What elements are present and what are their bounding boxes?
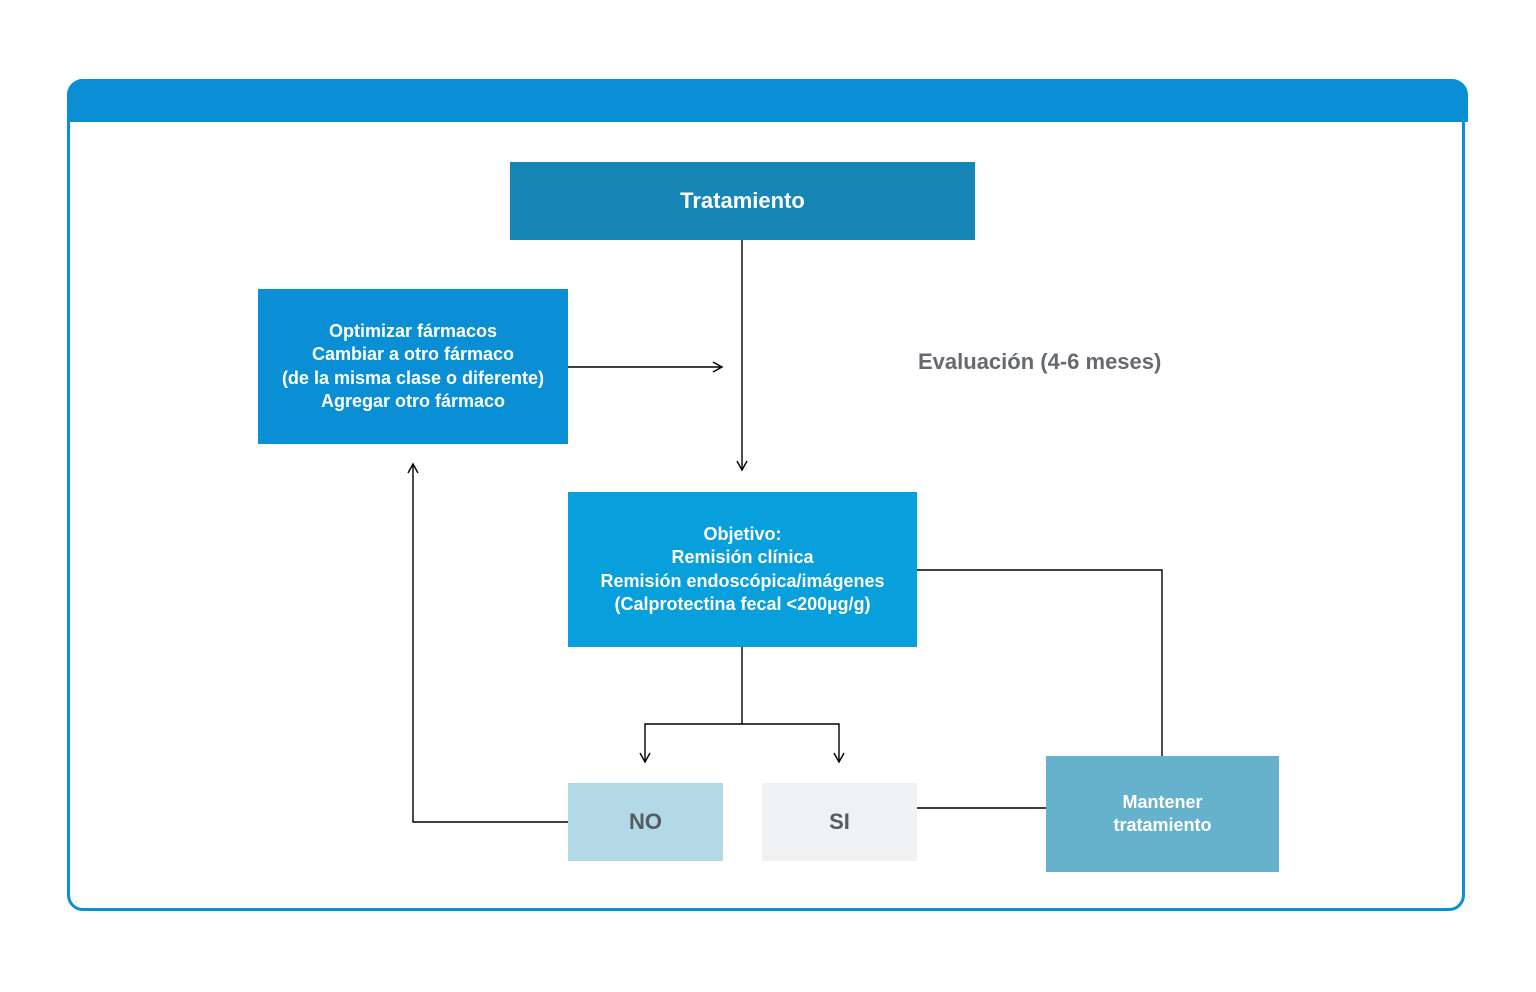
edge-no-to-optimizar [407, 462, 568, 823]
node-optimizar-line-1: Optimizar fármacos [328, 320, 498, 341]
node-mantener-line-2: tratamiento [1113, 815, 1212, 835]
edge-mantener-to-objetivo [917, 569, 1163, 756]
node-mantener-line-1: Mantener [1122, 791, 1203, 812]
node-objetivo-line-4: (Calprotectina fecal <200µg/g) [614, 594, 871, 614]
node-tratamiento-line: Tratamiento [680, 188, 805, 213]
node-objetivo-line-3: Remisión endoscópica/imágenes [600, 570, 885, 591]
evaluation-label: Evaluación (4-6 meses) [918, 349, 1162, 374]
node-no-label: NO [629, 809, 662, 834]
frame-header-bar [67, 79, 1468, 122]
edge-objetivo-to-si [742, 723, 845, 764]
node-optimizar-line-3: (de la misma clase o diferente) [281, 367, 545, 388]
node-optimizar-line-2: Cambiar a otro fármaco [311, 344, 515, 364]
node-objetivo: Objetivo: Remisión clínica Remisión endo… [568, 492, 917, 647]
node-optimizar-line-4: Agregar otro fármaco [320, 391, 506, 411]
node-objetivo-line-1: Objetivo: [703, 523, 782, 544]
node-tratamiento: Tratamiento [510, 162, 975, 240]
node-objetivo-line-2: Remisión clínica [671, 547, 814, 567]
node-si-label: SI [829, 809, 850, 834]
node-mantener: Mantener tratamiento [1046, 756, 1279, 872]
node-no: NO [568, 783, 723, 861]
node-optimizar: Optimizar fármacos Cambiar a otro fármac… [258, 289, 568, 444]
node-si: SI [762, 783, 917, 861]
edge-objetivo-to-no [639, 647, 743, 764]
